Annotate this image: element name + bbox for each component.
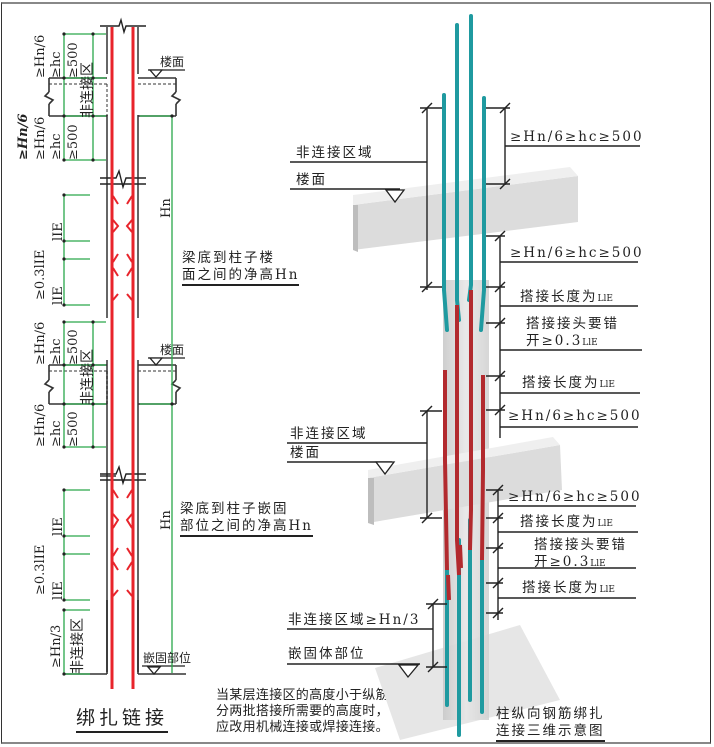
label-r-3-line2: 开≥0.3LlE <box>526 333 598 349</box>
callout-lower: 梁底到柱子嵌固 部位之间的净高Hn <box>180 501 313 537</box>
label-r-8-line2: 开≥0.3LlE <box>534 554 606 570</box>
label-r-0: ≥Hn/6≥hc≥500 <box>510 129 644 145</box>
beam-middle-side <box>368 478 374 525</box>
dim-hn6-2: ≥Hn/6 <box>33 117 48 160</box>
dimension-ticks <box>62 32 174 676</box>
non-connect-zone-1: 非连接区 <box>79 62 96 118</box>
embed-label: 嵌固部位 <box>143 650 191 665</box>
beam-middle-3d <box>368 445 562 523</box>
right-diagram-title: 柱纵向钢筋绑扎 连接三维示意图 <box>496 706 605 742</box>
beam-upper-3d <box>353 176 578 250</box>
dim-hn6-4: ≥Hn/6 <box>33 404 48 447</box>
callout-upper: 梁底到柱子楼 面之间的净高Hn <box>182 250 300 286</box>
note-line-3: 应改用机械连接或焊接连接。 <box>216 720 389 735</box>
rebars-lap-red <box>443 290 485 601</box>
dim-500-2: ≥500 <box>66 124 81 160</box>
note-line-2: 分两批搭接所需要的高度时， <box>216 704 389 719</box>
label-r-5: ≥Hn/6≥hc≥500 <box>508 408 642 424</box>
label-embed: 嵌固体部位 <box>288 646 366 662</box>
callout-upper-line2: 面之间的净高Hn <box>182 267 300 286</box>
hn-label-2: Hn <box>159 510 174 530</box>
rebar-main <box>110 27 135 689</box>
floor-label-mid: 楼面 <box>160 342 184 357</box>
dim-lie-3: lIE <box>51 517 66 536</box>
dim-lie-2: lIE <box>51 286 66 305</box>
callout-upper-line1: 梁底到柱子楼 <box>182 250 275 266</box>
dim-lines-right-diagram <box>287 102 642 673</box>
label-r-3: 搭接接头要错 开≥0.3LlE <box>526 316 619 352</box>
beam-middle-top <box>368 437 560 478</box>
label-r-4: 搭接长度为LlE <box>522 375 615 391</box>
dim-hn6-1: ≥Hn/6 <box>33 35 48 78</box>
dim-500-4: ≥500 <box>66 411 81 447</box>
label-non-connect-upper: 非连接区域 <box>296 145 374 161</box>
callout-lower-line1: 梁底到柱子嵌固 <box>180 501 289 517</box>
label-non-connect-mid: 非连接区域 <box>290 426 368 442</box>
dim-hc-3: ≥hc <box>49 338 64 365</box>
callout-lower-line2: 部位之间的净高Hn <box>180 518 313 537</box>
dim-hc-1: ≥hc <box>49 51 64 78</box>
note-block: 当某层连接区的高度小于纵筋 分两批搭接所需要的高度时， 应改用机械连接或焊接连接… <box>216 688 389 736</box>
dim-031le-1: ≥0.3lIE <box>33 250 48 300</box>
non-connect-zone-2: 非连接区 <box>79 349 96 405</box>
dim-italic-hn6: ≥Hn/6 <box>16 114 31 160</box>
left-diagram-title: 绑扎链接 <box>76 703 169 733</box>
left-rotated-labels: ≥Hn/6 ≥hc ≥500 ≥Hn/6 ≥hc ≥500 非连接区 ≥Hn/6… <box>16 35 174 674</box>
right-title-line1: 柱纵向钢筋绑扎 <box>496 706 605 722</box>
beam-upper-side <box>353 205 358 252</box>
label-r-1: ≥Hn/6≥hc≥500 <box>510 245 644 261</box>
right-title-line2: 连接三维示意图 <box>496 723 605 742</box>
beam-upper-top <box>353 167 578 205</box>
dim-031le-2: ≥0.3lIE <box>33 545 48 595</box>
non-connect-zone-3: 非连接区 <box>69 618 86 674</box>
lap-splice-ties <box>112 195 133 597</box>
dim-hc-4: ≥hc <box>49 420 64 447</box>
dim-500-3: ≥500 <box>66 329 81 365</box>
label-floor-upper: 楼面 <box>296 172 327 188</box>
left-level-labels: 楼面 楼面 嵌固部位 <box>143 54 191 665</box>
dim-hn3: ≥Hn/3 <box>49 625 64 668</box>
level-markers-3d <box>374 189 420 679</box>
dim-hc-2: ≥hc <box>49 133 64 160</box>
floor-label-top: 楼面 <box>160 54 184 69</box>
label-r-3-line1: 搭接接头要错 <box>526 316 619 332</box>
dim-hn6-3: ≥Hn/6 <box>33 322 48 365</box>
dim-lie-1: lIE <box>51 222 66 241</box>
dimension-lines-green <box>63 33 173 675</box>
level-markers <box>142 69 185 675</box>
label-r-7: 搭接长度为LlE <box>520 514 613 530</box>
hn-label-1: Hn <box>159 198 174 218</box>
dim-lie-4: lIE <box>51 581 66 600</box>
label-r-9: 搭接长度为LlE <box>522 580 615 596</box>
label-non-connect-bottom: 非连接区域≥Hn/3 <box>288 612 421 628</box>
label-r-8-line1: 搭接接头要错 <box>534 537 627 553</box>
label-floor-mid: 楼面 <box>290 445 321 461</box>
label-r-2: 搭接长度为LlE <box>520 289 613 305</box>
note-line-1: 当某层连接区的高度小于纵筋 <box>216 688 389 703</box>
label-r-6: ≥Hn/6≥hc≥500 <box>508 489 642 505</box>
dim-500-1: ≥500 <box>66 42 81 78</box>
label-r-8: 搭接接头要错 开≥0.3LlE <box>534 537 627 573</box>
